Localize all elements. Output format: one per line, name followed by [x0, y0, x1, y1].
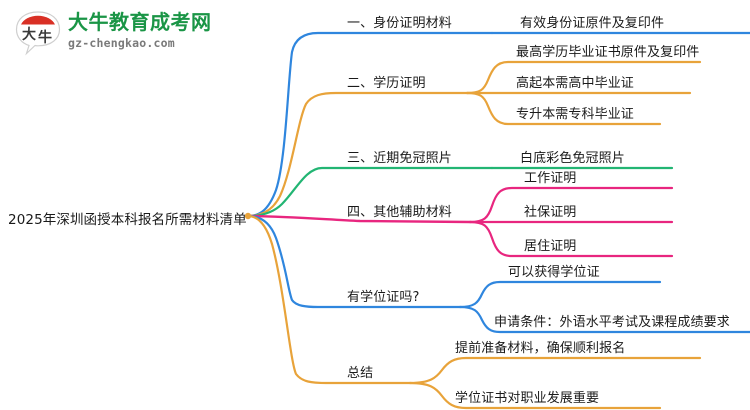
branch-6-stem: [246, 214, 412, 385]
branch-node-1[interactable]: 一、身份证明材料: [347, 16, 452, 31]
logo-name-cn: 大牛教育成考网: [68, 10, 212, 34]
branch-node-5[interactable]: 有学位证吗?: [347, 290, 420, 305]
leaf-node-6-2[interactable]: 学位证书对职业发展重要: [455, 391, 600, 406]
branch-6-leaf-2-connector: [408, 381, 662, 410]
logo-mark-icon: 大 牛: [15, 11, 61, 56]
svg-text:牛: 牛: [38, 29, 52, 46]
leaf-node-2-2[interactable]: 高起本需高中毕业证: [516, 76, 634, 91]
branch-5-leaf-1-connector: [458, 280, 662, 309]
leaf-node-4-1[interactable]: 工作证明: [524, 171, 577, 186]
leaf-node-2-3[interactable]: 专升本需专科毕业证: [516, 107, 634, 122]
leaf-node-2-1[interactable]: 最高学历毕业证书原件及复印件: [516, 45, 700, 60]
root-node-label[interactable]: 2025年深圳函授本科报名所需材料清单: [8, 212, 247, 228]
branch-5-leaf-2-connector: [458, 305, 750, 334]
leaf-node-4-2[interactable]: 社保证明: [524, 205, 577, 220]
branch-4-leaf-3-connector: [468, 220, 674, 258]
leaf-node-5-2[interactable]: 申请条件：外语水平考试及课程成绩要求: [494, 315, 730, 330]
branch-4-leaf-1-connector: [468, 186, 674, 224]
branch-node-3[interactable]: 三、近期免冠照片: [347, 151, 452, 166]
branch-2-stem: [246, 91, 469, 218]
branch-2-leaf-3-connector: [465, 91, 662, 126]
branch-node-2[interactable]: 二、学历证明: [347, 76, 426, 91]
branch-node-6[interactable]: 总结: [347, 366, 374, 381]
site-logo: 大 牛 大牛教育成考网 gz-chengkao.com: [14, 8, 214, 60]
leaf-node-5-1[interactable]: 可以获得学位证: [508, 265, 600, 280]
svg-text:大: 大: [22, 26, 36, 43]
leaf-node-4-3[interactable]: 居住证明: [524, 239, 577, 254]
leaf-node-1-1[interactable]: 有效身份证原件及复印件: [520, 16, 665, 31]
branch-node-4[interactable]: 四、其他辅助材料: [347, 205, 452, 220]
branch-3-stem: [246, 166, 494, 218]
leaf-node-6-1[interactable]: 提前准备材料，确保顺利报名: [455, 341, 626, 356]
logo-domain: gz-chengkao.com: [68, 36, 175, 50]
branch-5-stem: [246, 214, 462, 309]
branch-6-leaf-1-connector: [408, 356, 702, 385]
mindmap-hub-node: [244, 212, 252, 220]
leaf-node-3-1[interactable]: 白底彩色免冠照片: [520, 151, 625, 166]
branch-1-stem: [246, 31, 494, 218]
branch-4-stem: [246, 214, 472, 224]
